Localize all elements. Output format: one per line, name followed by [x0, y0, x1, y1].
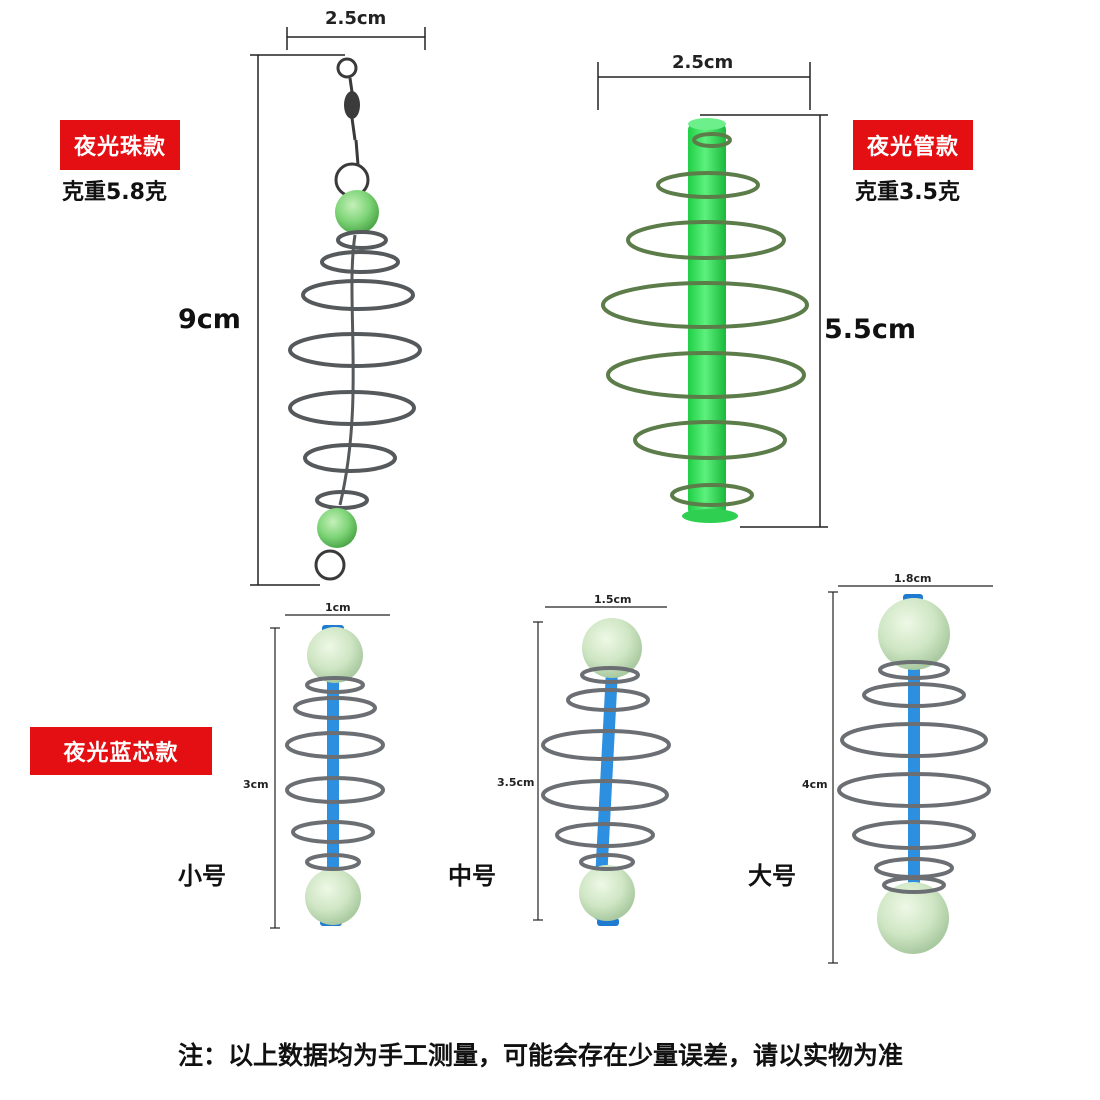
glow-bead-type-tag: 夜光珠款 [60, 120, 180, 170]
large-height-label: 4cm [802, 778, 828, 791]
medium-blue-core-feeder-image [541, 618, 671, 926]
glow-bead-width-label: 2.5cm [325, 8, 387, 29]
glow-bead-feeder-image [288, 57, 422, 581]
medium-height-label: 3.5cm [497, 776, 535, 789]
large-width-label: 1.8cm [894, 572, 932, 585]
glow-bead-weight: 克重5.8克 [62, 180, 167, 205]
footnote: 注：以上数据均为手工测量，可能会存在少量误差，请以实物为准 [178, 1041, 904, 1070]
small-blue-core-feeder-image [285, 625, 385, 926]
medium-width-label: 1.5cm [594, 593, 632, 606]
glow-tube-weight: 克重3.5克 [855, 180, 960, 205]
glow-bead-height-label: 9cm [178, 304, 241, 335]
medium-dimension-lines [533, 606, 667, 921]
blue-core-type-tag: 夜光蓝芯款 [30, 727, 212, 775]
small-width-label: 1cm [325, 601, 351, 614]
large-blue-core-feeder-image [837, 594, 991, 954]
small-height-label: 3cm [243, 778, 269, 791]
small-dimension-lines [270, 614, 390, 929]
glow-tube-width-label: 2.5cm [672, 52, 734, 73]
medium-size-label: 中号 [448, 862, 496, 890]
small-size-label: 小号 [178, 862, 226, 890]
top-right-dimension-lines [597, 62, 828, 528]
large-dimension-lines [828, 585, 993, 964]
glow-tube-feeder-image [601, 118, 809, 523]
large-size-label: 大号 [748, 862, 796, 890]
glow-tube-type-tag: 夜光管款 [853, 120, 973, 170]
glow-tube-height-label: 5.5cm [824, 314, 916, 345]
top-left-dimension-lines [250, 27, 426, 586]
